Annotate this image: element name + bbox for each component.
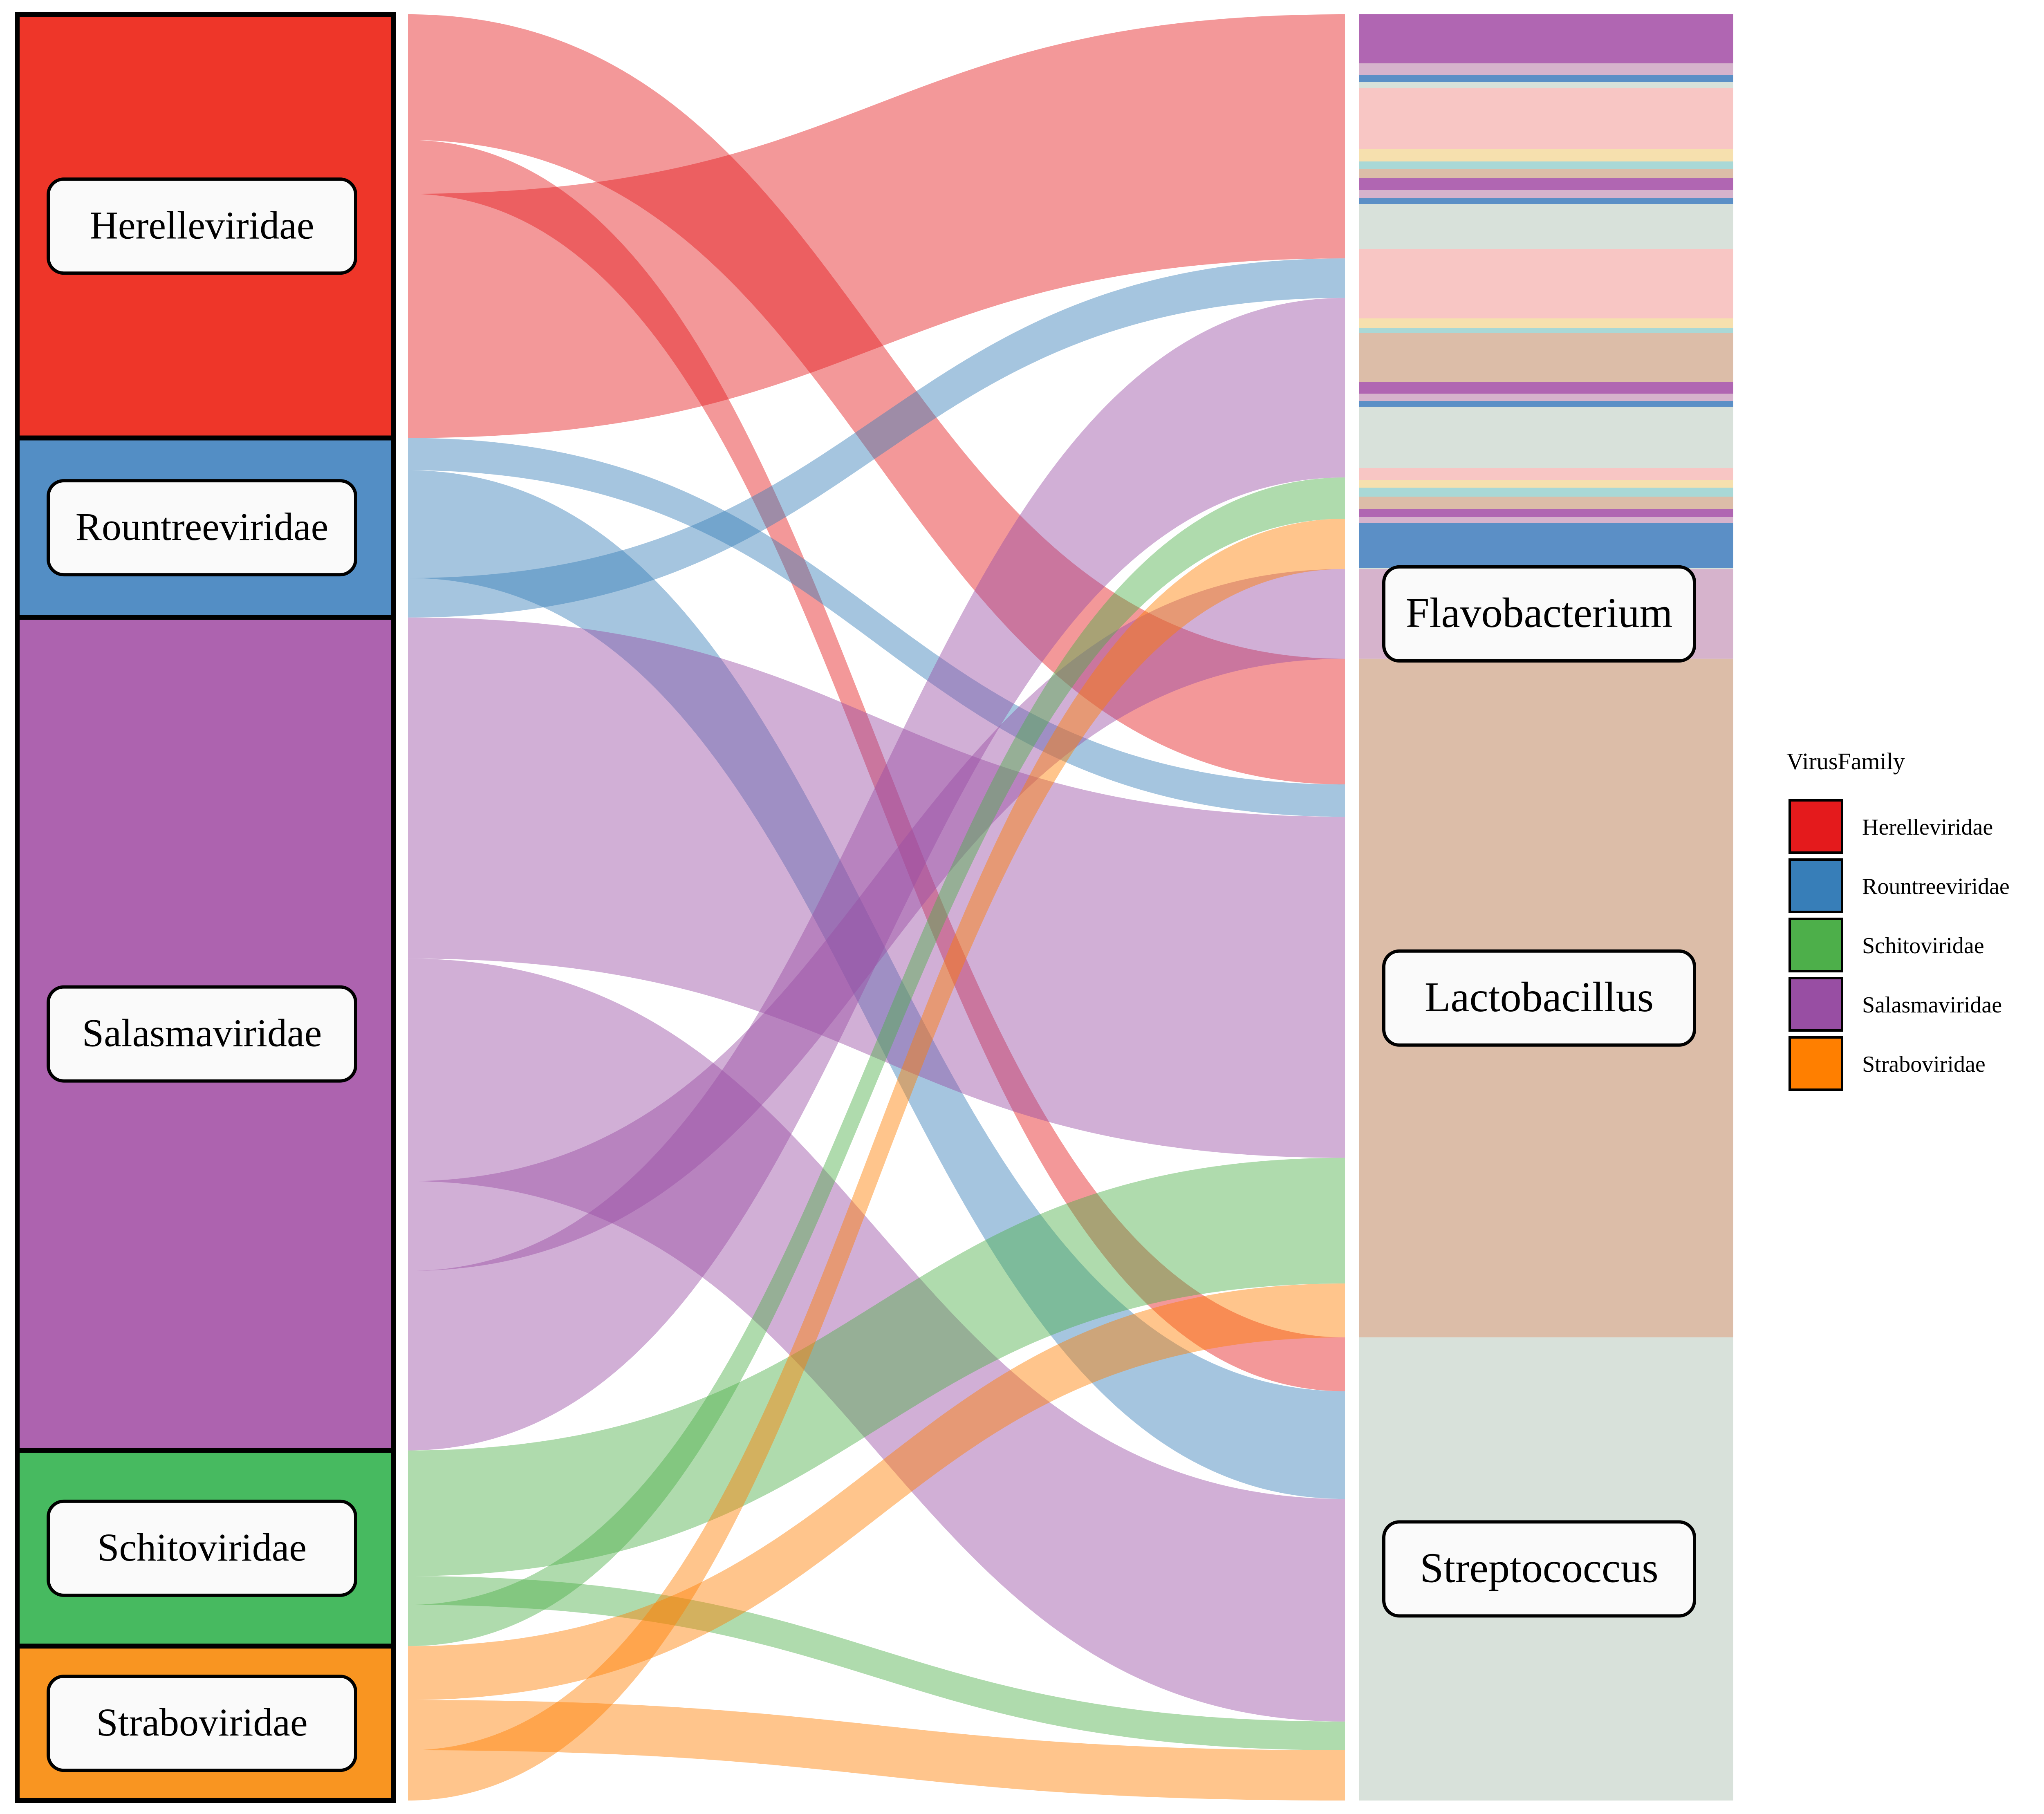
flow-schitoviridae-to-lactobacillus <box>408 1158 1345 1577</box>
right-segment-other <box>1359 468 1733 480</box>
flow-schitoviridae-to-other <box>408 477 1345 1646</box>
legend-label-salasmaviridae: Salasmaviridae <box>1862 992 2002 1018</box>
right-segment-other <box>1359 169 1733 178</box>
right-segment-other <box>1359 249 1733 318</box>
left-node-label-schitoviridae: Schitoviridae <box>97 1525 307 1569</box>
right-segment-other <box>1359 149 1733 161</box>
node-label-box <box>1382 565 1696 663</box>
node-labels-layer: HerelleviridaeRountreeviridaeSalasmaviri… <box>47 177 1696 1772</box>
right-segment-other <box>1359 401 1733 407</box>
right-segment-other <box>1359 407 1733 468</box>
right-segment-other <box>1359 488 1733 497</box>
flow-straboviridae-to-streptococcus <box>408 1700 1345 1801</box>
right-segment-other <box>1359 161 1733 169</box>
node-label-box <box>1382 949 1696 1047</box>
right-segment-other <box>1359 517 1733 523</box>
legend-label-rountreeviridae: Rountreeviridae <box>1862 874 2010 899</box>
right-segment-other <box>1359 333 1733 382</box>
flow-rountreeviridae-to-streptococcus <box>408 470 1345 1499</box>
right-segment-other <box>1359 318 1733 328</box>
node-label-box <box>47 177 357 275</box>
legend: VirusFamily HerelleviridaeRountreevirida… <box>1786 748 2010 1091</box>
node-label-box <box>1382 1520 1696 1618</box>
flow-herelleviridae-to-lactobacillus <box>408 14 1345 785</box>
flow-straboviridae-to-other <box>408 519 1345 1801</box>
legend-label-herelleviridae: Herelleviridae <box>1862 815 1993 840</box>
right-segment-other <box>1359 190 1733 198</box>
left-node-label-rountreeviridae: Rountreeviridae <box>76 505 328 549</box>
node-label-box <box>47 1499 357 1597</box>
right-segment-other <box>1359 63 1733 75</box>
flow-straboviridae-to-lactobacillus <box>408 1283 1345 1700</box>
legend-key-herelleviridae <box>1788 799 1843 854</box>
flow-schitoviridae-to-streptococcus <box>408 1576 1345 1751</box>
flow-salasmaviridae-to-streptococcus <box>408 959 1345 1722</box>
right-segment-other <box>1359 82 1733 88</box>
legend-key-rountreeviridae <box>1788 858 1843 913</box>
right-segment-other <box>1359 88 1733 149</box>
flows-layer <box>408 14 1345 1801</box>
node-label-box <box>47 985 357 1083</box>
right-segment-other <box>1359 509 1733 517</box>
flow-herelleviridae-to-streptococcus <box>408 140 1345 1391</box>
node-label-box <box>47 479 357 577</box>
right-segment-other <box>1359 14 1733 63</box>
right-segment-other <box>1359 178 1733 190</box>
legend-key-straboviridae <box>1788 1036 1843 1091</box>
right-node-label-lactobacillus: Lactobacillus <box>1425 974 1654 1021</box>
right-segment-other <box>1359 328 1733 333</box>
right-segment-other <box>1359 75 1733 82</box>
left-node-label-straboviridae: Straboviridae <box>96 1700 307 1744</box>
flow-salasmaviridae-to-lactobacillus <box>408 617 1345 1158</box>
flow-rountreeviridae-to-lactobacillus <box>408 438 1345 817</box>
legend-key-salasmaviridae <box>1788 977 1843 1032</box>
right-segment-other <box>1359 497 1733 509</box>
flow-herelleviridae-to-other <box>408 14 1345 438</box>
right-segment-other <box>1359 523 1733 568</box>
right-node-label-streptococcus: Streptococcus <box>1420 1544 1658 1591</box>
left-node-label-salasmaviridae: Salasmaviridae <box>82 1011 322 1055</box>
legend-title: VirusFamily <box>1786 748 1905 775</box>
right-node-label-flavobacterium: Flavobacterium <box>1406 589 1673 636</box>
node-label-box <box>47 1675 357 1772</box>
right-segment-other <box>1359 382 1733 394</box>
right-segment-other <box>1359 204 1733 249</box>
flow-salasmaviridae-to-other <box>408 298 1345 1451</box>
right-segment-other <box>1359 198 1733 204</box>
flow-rountreeviridae-to-other <box>408 258 1345 618</box>
right-segment-other <box>1359 480 1733 488</box>
left-node-label-herelleviridae: Herelleviridae <box>90 203 314 247</box>
legend-key-schitoviridae <box>1788 918 1843 972</box>
flow-salasmaviridae-to-flavobacterium <box>408 569 1345 1271</box>
legend-label-schitoviridae: Schitoviridae <box>1862 933 1984 959</box>
right-segment-other <box>1359 394 1733 401</box>
legend-label-straboviridae: Straboviridae <box>1862 1052 1986 1077</box>
